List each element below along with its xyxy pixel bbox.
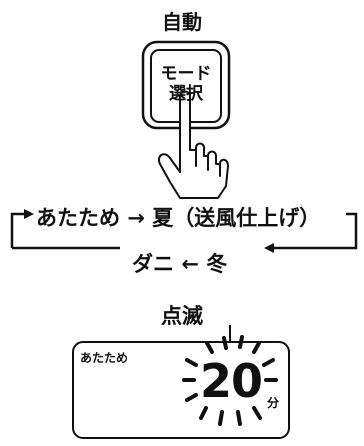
cycle-row-top: あたため → 夏（送風仕上げ） <box>36 202 320 232</box>
lcd-timer-digits: 20 <box>200 354 263 408</box>
mode-summer: 夏（送風仕上げ） <box>152 206 321 230</box>
blink-label: 点滅 <box>161 304 203 328</box>
lcd-frame <box>72 341 290 439</box>
mode-warm: あたため <box>36 206 120 230</box>
auto-mode-label: 自動 <box>162 10 202 34</box>
cycle-bracket <box>10 209 358 253</box>
lcd-minutes-unit: 分 <box>267 396 280 410</box>
cycle-row-bottom: ダニ ← 冬 <box>132 248 227 278</box>
button-label-line1: モード <box>160 64 212 84</box>
arrow-right-icon: → <box>127 206 145 230</box>
mode-dani: ダニ <box>132 252 174 276</box>
mode-select-button-label: モード 選択 <box>150 64 222 104</box>
arrow-left-icon: ← <box>181 252 199 276</box>
mode-winter: 冬 <box>206 252 228 276</box>
blink-rays <box>182 335 278 426</box>
button-label-line2: 選択 <box>169 84 203 104</box>
pressing-hand-icon <box>158 90 229 199</box>
lcd-mode-text: あたため <box>80 351 129 365</box>
